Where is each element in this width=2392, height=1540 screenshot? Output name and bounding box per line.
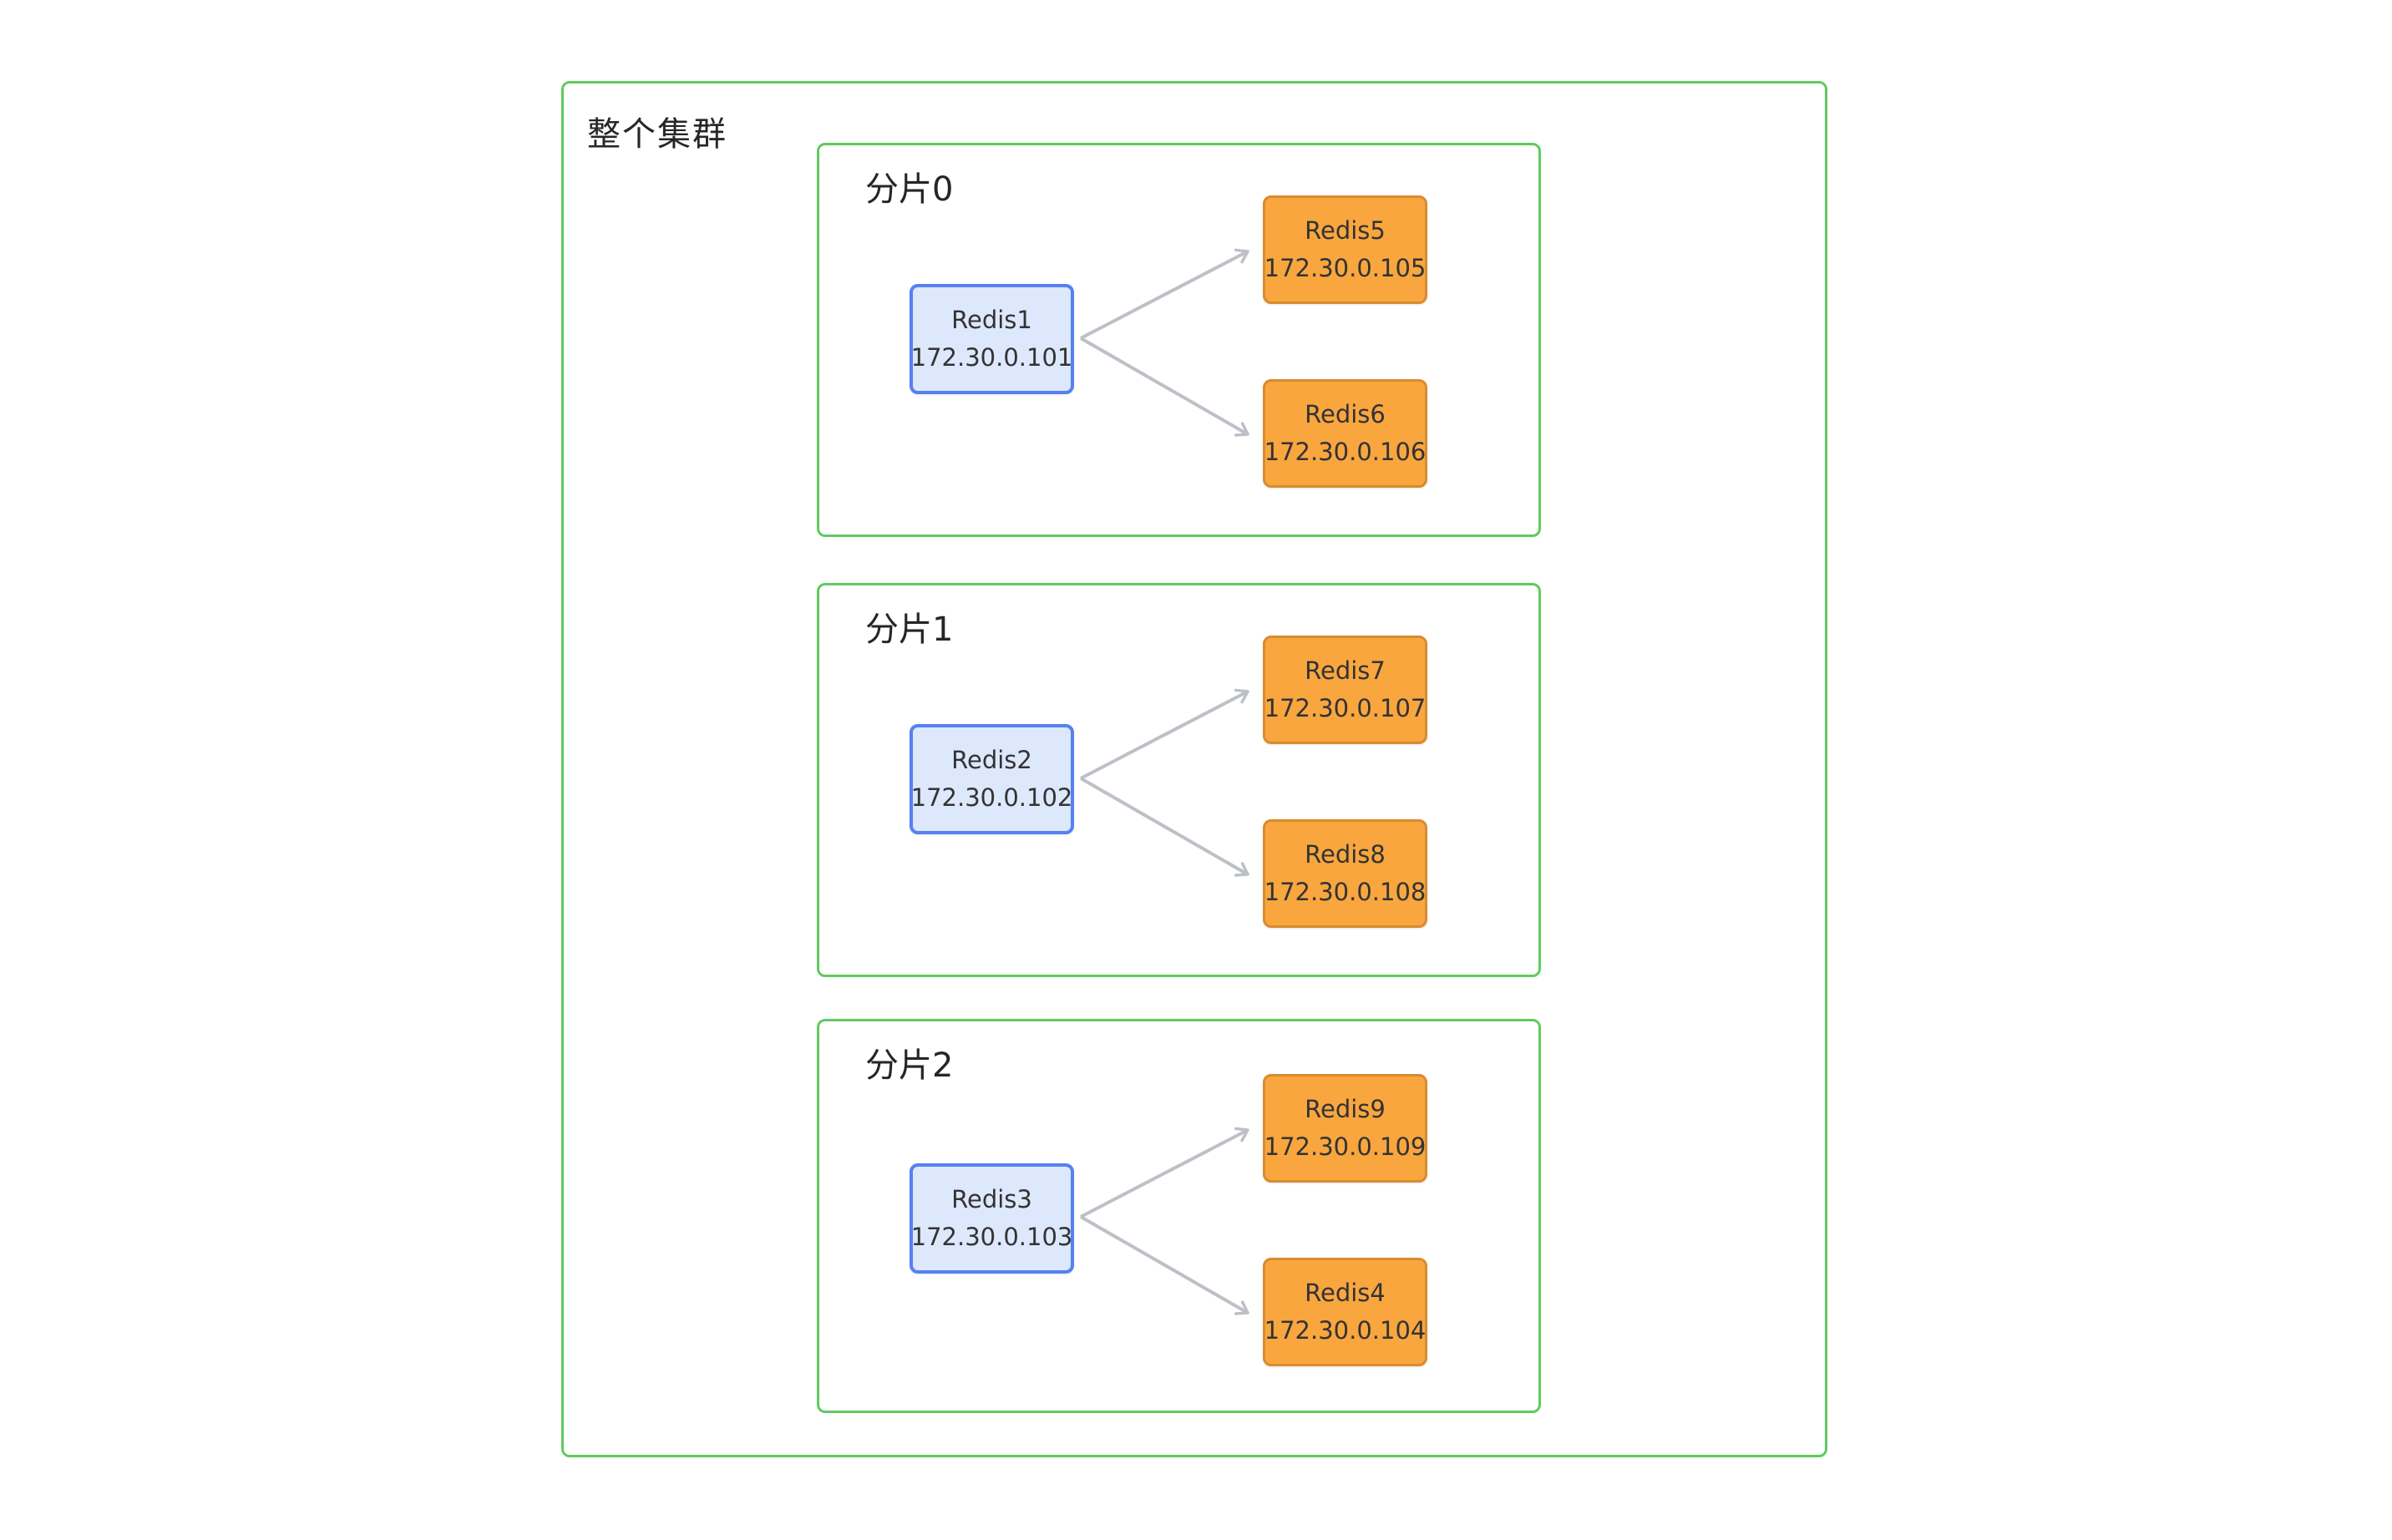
node-ip: 172.30.0.108 [1264,878,1427,906]
node-ip: 172.30.0.104 [1264,1316,1427,1345]
cluster-box: 整个集群 分片0 Redis1 172.30.0.101 Redis5 172.… [561,81,1827,1457]
shard-box-0: 分片0 Redis1 172.30.0.101 Redis5 172.30.0.… [817,143,1541,537]
node-ip: 172.30.0.105 [1264,254,1427,282]
shard-box-1: 分片1 Redis2 172.30.0.102 Redis7 172.30.0.… [817,583,1541,977]
replica-node-redis9: Redis9 172.30.0.109 [1263,1074,1427,1183]
replica-node-redis8: Redis8 172.30.0.108 [1263,819,1427,928]
master-node-redis3: Redis3 172.30.0.103 [910,1163,1074,1274]
arrow-master-to-replica-0 [1080,1127,1249,1218]
shard-label-1: 分片1 [865,610,954,649]
arrow-master-to-replica-1 [1080,337,1249,437]
arrow-master-to-replica-0 [1080,688,1249,780]
node-name: Redis6 [1305,400,1386,428]
shard-label-2: 分片2 [865,1046,954,1085]
arrow-master-to-replica-0 [1080,248,1249,340]
node-name: Redis5 [1305,216,1386,245]
arrow-master-to-replica-1 [1080,777,1249,877]
replica-node-redis6: Redis6 172.30.0.106 [1263,379,1427,488]
node-name: Redis3 [951,1185,1032,1213]
shard-box-2: 分片2 Redis3 172.30.0.103 Redis9 172.30.0.… [817,1019,1541,1413]
master-node-redis1: Redis1 172.30.0.101 [910,284,1074,394]
node-ip: 172.30.0.109 [1264,1132,1427,1161]
node-ip: 172.30.0.106 [1264,438,1427,466]
node-name: Redis4 [1305,1279,1386,1307]
node-ip: 172.30.0.101 [910,343,1073,372]
master-node-redis2: Redis2 172.30.0.102 [910,724,1074,834]
replica-node-redis5: Redis5 172.30.0.105 [1263,195,1427,304]
node-name: Redis9 [1305,1095,1386,1123]
replica-node-redis4: Redis4 172.30.0.104 [1263,1258,1427,1366]
node-name: Redis2 [951,746,1032,774]
node-name: Redis8 [1305,840,1386,869]
node-name: Redis7 [1305,656,1386,685]
node-ip: 172.30.0.107 [1264,694,1427,722]
node-ip: 172.30.0.103 [910,1223,1073,1251]
cluster-label: 整个集群 [587,115,727,154]
arrow-master-to-replica-1 [1080,1215,1249,1315]
replica-node-redis7: Redis7 172.30.0.107 [1263,636,1427,744]
node-ip: 172.30.0.102 [910,783,1073,812]
shard-label-0: 分片0 [865,170,954,209]
node-name: Redis1 [951,306,1032,334]
